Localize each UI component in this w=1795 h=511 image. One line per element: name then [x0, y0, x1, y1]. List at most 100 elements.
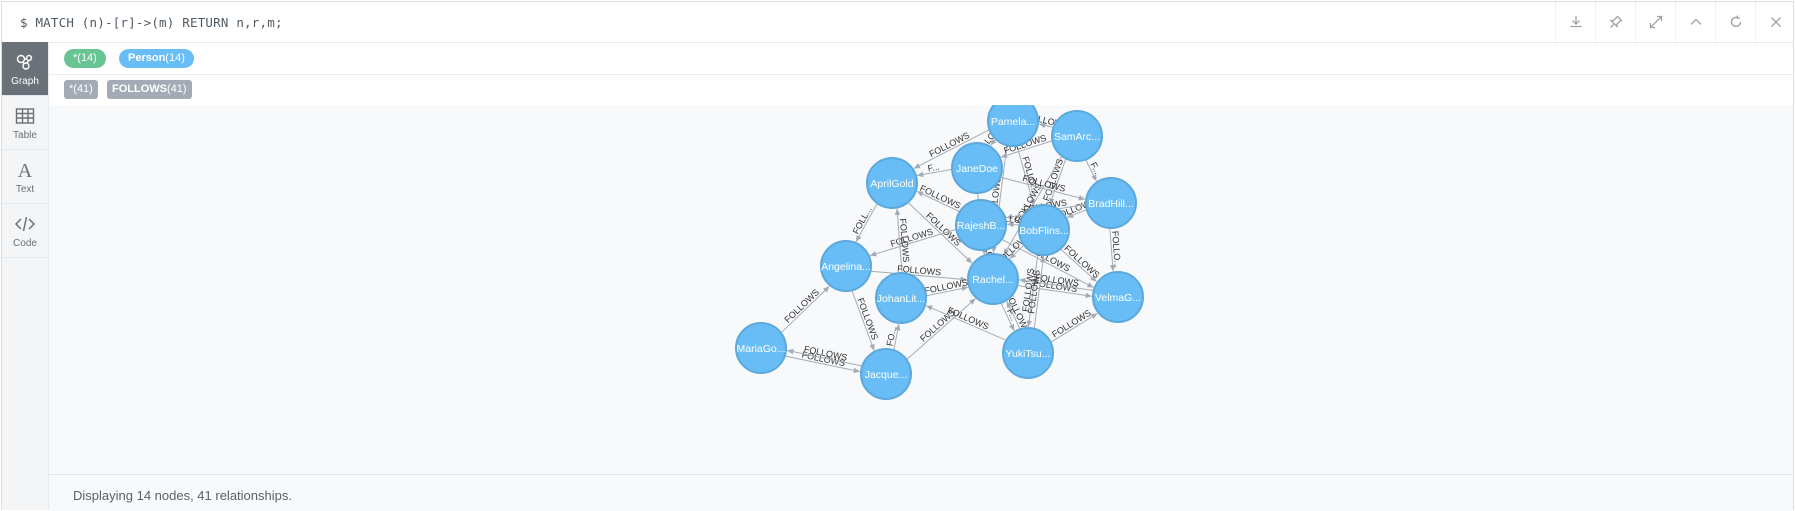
relationship-line[interactable]	[786, 348, 863, 367]
node-circle[interactable]	[875, 272, 927, 324]
relationship-line[interactable]	[1033, 256, 1046, 329]
graph-node-rajesh[interactable]: RajeshB...	[955, 199, 1007, 251]
graph-node-velmag[interactable]: VelmaG...	[1092, 271, 1144, 323]
relationship-edge[interactable]: FOLLOWS	[1050, 308, 1098, 343]
graph-node-bobflins[interactable]: BobFlins...	[1018, 204, 1070, 256]
relationship-line[interactable]	[1050, 312, 1098, 343]
relationship-edge[interactable]: FO...	[885, 323, 901, 351]
relationship-line[interactable]	[916, 190, 960, 213]
relationship-edge[interactable]: FOLLOWS	[916, 183, 963, 213]
relationship-line[interactable]	[855, 203, 878, 243]
tab-code[interactable]: Code	[2, 204, 48, 258]
relationship-line[interactable]	[907, 202, 973, 264]
graph-node-angelina[interactable]: Angelina...	[820, 240, 872, 292]
graph-node-samarc[interactable]: SamArc...	[1051, 110, 1103, 162]
relationship-edge[interactable]: F...	[1085, 159, 1103, 182]
relationship-line[interactable]	[1109, 228, 1116, 272]
relationship-line[interactable]	[1019, 277, 1094, 291]
node-circle[interactable]	[1051, 110, 1103, 162]
relationship-line[interactable]	[1085, 159, 1098, 182]
relationship-line[interactable]	[1026, 254, 1039, 327]
relationship-edge[interactable]: FOLL...	[851, 203, 878, 243]
relationship-line[interactable]	[1003, 155, 1063, 256]
node-circle[interactable]	[866, 157, 918, 209]
rel-all-pill[interactable]: *(41)	[64, 80, 98, 99]
graph-node-johanlit[interactable]: JohanLit...	[875, 272, 927, 324]
relationship-line[interactable]	[1001, 238, 1094, 289]
relationship-line[interactable]	[906, 298, 976, 361]
graph-visualization[interactable]: FOLLOWSFOLLOWSFOLLO...FOLLOWSFOLLOWSFOLL…	[49, 105, 1795, 474]
relationship-line[interactable]	[1000, 140, 1053, 158]
relationship-line[interactable]	[1006, 301, 1021, 330]
rel-follows-count: (41)	[167, 83, 187, 95]
relationship-line[interactable]	[870, 270, 967, 282]
relationship-line[interactable]	[1000, 302, 1015, 331]
relationship-edge[interactable]: FOLLOWS	[870, 264, 967, 282]
relationship-line[interactable]	[893, 323, 901, 351]
rerun-icon[interactable]	[1715, 2, 1755, 42]
relationship-line[interactable]	[990, 138, 997, 146]
query-text[interactable]: $ MATCH (n)-[r]->(m) RETURN n,r,m;	[20, 15, 283, 30]
relationship-label: FOLLOWS	[1050, 308, 1093, 340]
relationship-line[interactable]	[925, 285, 969, 297]
node-circle[interactable]	[987, 105, 1039, 147]
label-person-pill[interactable]: Person(14)	[119, 49, 194, 68]
node-circle[interactable]	[735, 322, 787, 374]
node-circle[interactable]	[955, 199, 1007, 251]
relationship-line[interactable]	[1007, 221, 1020, 228]
node-circle[interactable]	[1018, 204, 1070, 256]
relationship-line[interactable]	[1038, 122, 1054, 129]
relationship-line[interactable]	[869, 228, 957, 257]
relationship-edge[interactable]: F...	[916, 162, 952, 178]
relationship-edge[interactable]: FOLLOWS	[924, 277, 969, 297]
node-circle[interactable]	[1092, 271, 1144, 323]
close-icon[interactable]	[1755, 2, 1795, 42]
relationship-edge[interactable]: F...	[1000, 302, 1019, 331]
graph-node-aprilgold[interactable]: AprilGold	[866, 157, 918, 209]
node-circle[interactable]	[967, 253, 1019, 305]
graph-node-bradhill[interactable]: BradHill...	[1085, 177, 1137, 229]
relationship-line[interactable]	[916, 168, 952, 178]
tab-table[interactable]: Table	[2, 96, 48, 150]
relationship-edge[interactable]: FOLLOWS	[780, 285, 830, 334]
graph-node-pamela[interactable]: Pamela...	[987, 105, 1039, 147]
node-circle[interactable]	[951, 142, 1003, 194]
node-circle[interactable]	[1085, 177, 1137, 229]
tab-graph-label: Graph	[11, 75, 39, 87]
relationship-line[interactable]	[1009, 244, 1025, 260]
node-label: YukiTsu...	[1006, 348, 1051, 360]
relationship-line[interactable]	[1016, 145, 1035, 206]
relationship-line[interactable]	[925, 305, 1007, 341]
rel-follows-pill[interactable]: FOLLOWS(41)	[107, 80, 192, 99]
pin-icon[interactable]	[1595, 2, 1635, 42]
graph-node-yukitsu[interactable]: YukiTsu...	[1002, 327, 1054, 379]
graph-node-janedoe[interactable]: JaneDoe	[951, 142, 1003, 194]
relationship-line[interactable]	[894, 208, 903, 273]
expand-icon[interactable]	[1635, 2, 1675, 42]
node-circle[interactable]	[1002, 327, 1054, 379]
relationship-line[interactable]	[1000, 176, 1086, 201]
collapse-icon[interactable]	[1675, 2, 1715, 42]
relationship-edge[interactable]: FOLLOWS	[894, 208, 911, 273]
relationship-line[interactable]	[1017, 285, 1092, 299]
relationship-line[interactable]	[851, 290, 875, 351]
node-circle[interactable]	[820, 240, 872, 292]
tab-text[interactable]: A Text	[2, 150, 48, 204]
graph-node-rachel[interactable]: Rachel...	[967, 253, 1019, 305]
relationship-line[interactable]	[1060, 248, 1098, 283]
graph-node-mariago[interactable]: MariaGo...	[735, 322, 787, 374]
label-all-pill[interactable]: *(14)	[64, 49, 106, 68]
tab-graph[interactable]: Graph	[2, 42, 48, 96]
node-label: JaneDoe	[956, 163, 998, 175]
relationship-line[interactable]	[913, 129, 990, 169]
relationship-line[interactable]	[1066, 209, 1087, 218]
relationship-line[interactable]	[784, 355, 861, 374]
download-icon[interactable]	[1555, 2, 1595, 42]
graph-node-jacque[interactable]: Jacque...	[860, 348, 912, 400]
relationship-edge[interactable]: FOLLO...	[1109, 228, 1123, 272]
node-circle[interactable]	[860, 348, 912, 400]
relationship-line[interactable]	[780, 285, 830, 334]
relationship-edge[interactable]: FOLLOWS	[1026, 256, 1046, 329]
relationship-line[interactable]	[1049, 158, 1067, 205]
